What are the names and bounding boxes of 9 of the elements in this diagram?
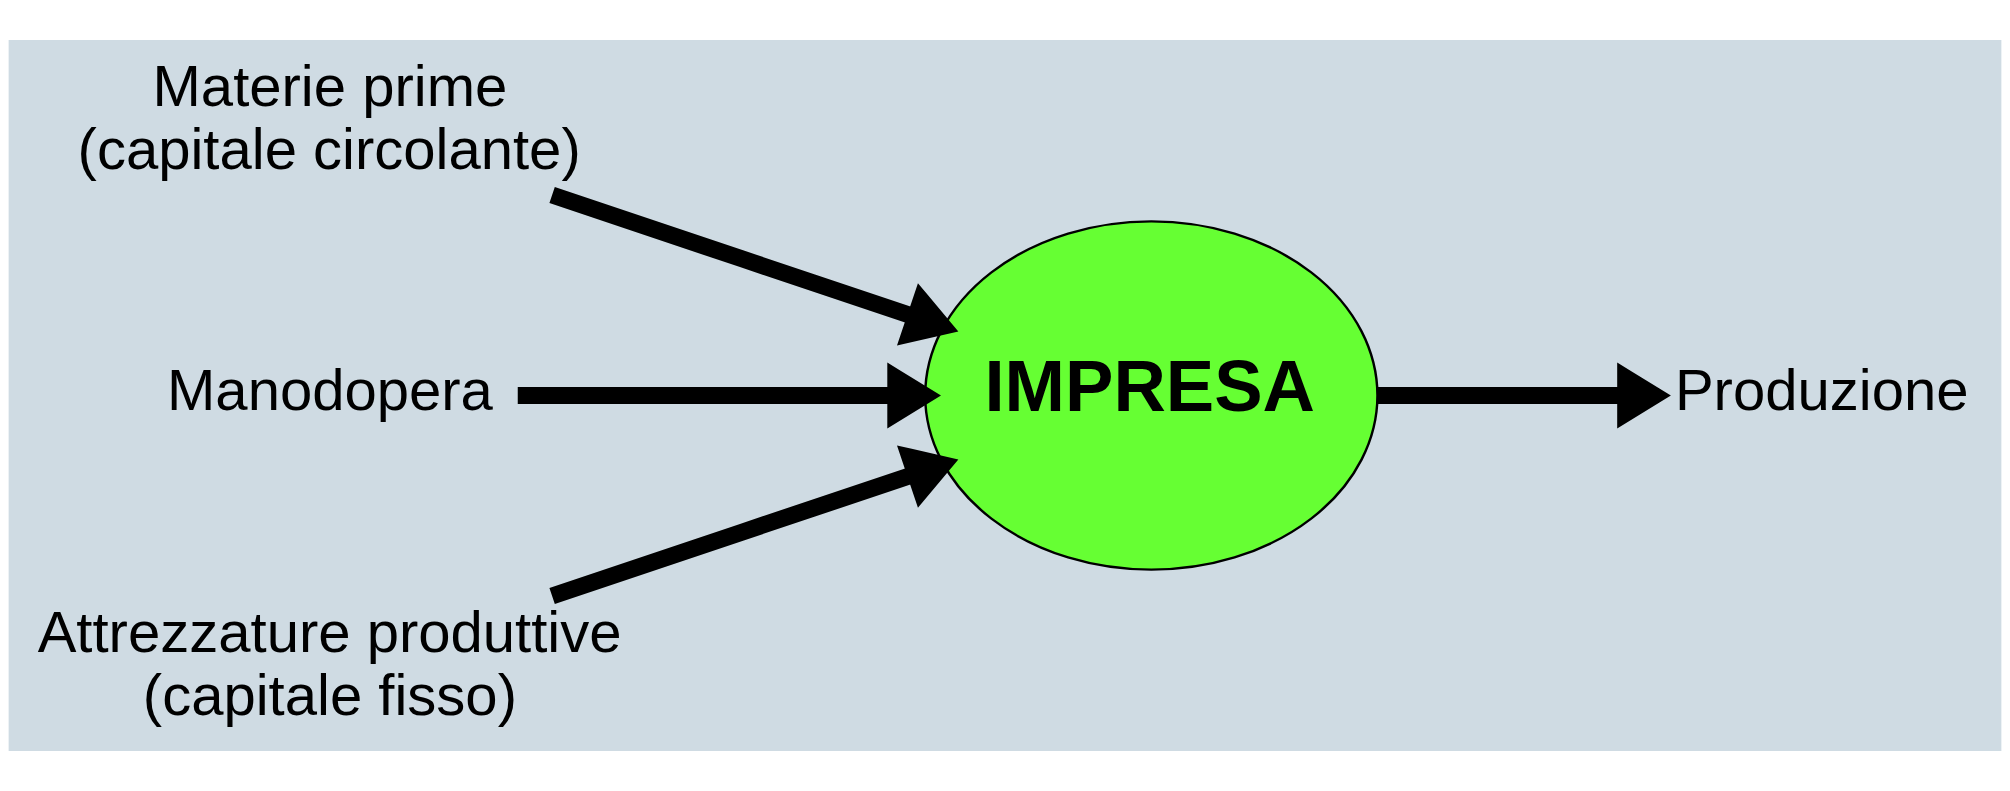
node-text: Materie prime (capitale circolante) bbox=[77, 52, 581, 181]
arrow bbox=[517, 362, 941, 429]
node-ellipse: IMPRESA bbox=[924, 220, 1379, 571]
arrow bbox=[549, 445, 959, 604]
arrow bbox=[1377, 362, 1671, 429]
node-text: Attrezzature produttive (capitale fisso) bbox=[37, 599, 622, 728]
arrow bbox=[549, 187, 959, 346]
node-text: Produzione bbox=[1674, 357, 1969, 423]
node-text: Manodopera bbox=[167, 357, 493, 423]
